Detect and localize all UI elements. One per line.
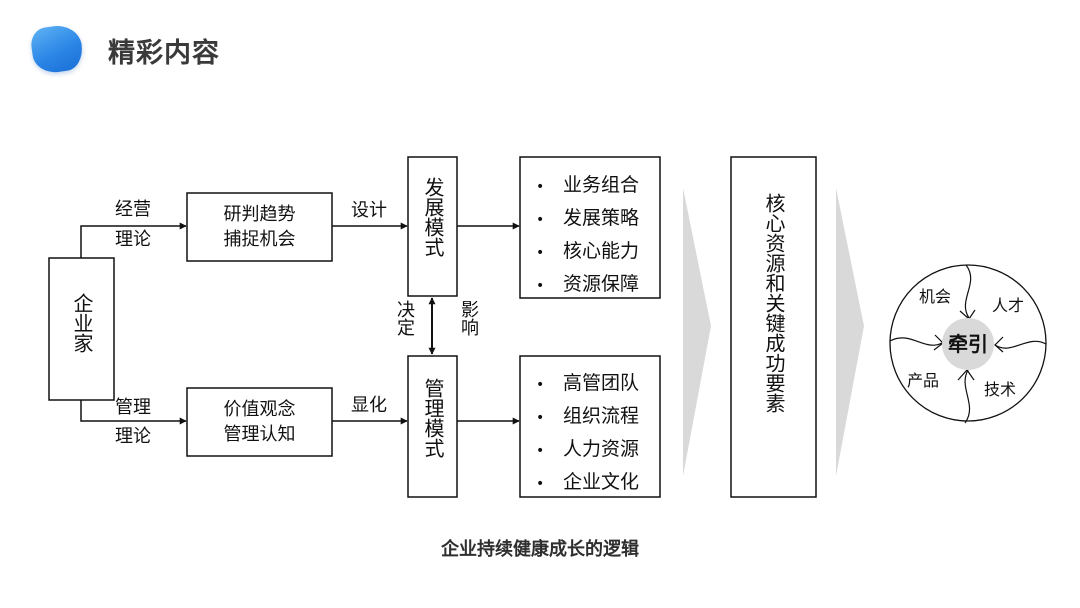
trend-opportunity-box xyxy=(186,192,333,262)
chevron-arrow-1 xyxy=(683,188,711,476)
development-items-list: 业务组合 发展策略 核心能力 资源保障 xyxy=(522,170,639,302)
circle-divider-right xyxy=(994,340,1047,349)
core-resources-box xyxy=(730,156,817,498)
management-mode-label: 管理模式 xyxy=(421,378,445,458)
influences-label: 影响 xyxy=(458,300,479,336)
circle-opportunity-label: 机会 xyxy=(919,287,952,306)
management-theory-connector xyxy=(80,400,187,425)
list-item: 发展策略 xyxy=(522,203,639,236)
development-mode-label: 发展模式 xyxy=(421,177,445,257)
decides-label: 决定 xyxy=(394,300,415,336)
circle-product-label: 产品 xyxy=(907,371,940,390)
chevron-arrow-2 xyxy=(836,188,864,476)
circle-arrow-tip-bottom xyxy=(957,369,975,381)
operating-theory-connector xyxy=(80,222,187,258)
diagram-caption: 企业持续健康成长的逻辑 xyxy=(441,539,639,560)
values-line-2: 管理认知 xyxy=(223,424,296,445)
trend-line-1: 研判趋势 xyxy=(223,204,296,225)
core-resources-label: 核心资源和关键成功要素 xyxy=(762,193,786,413)
circle-center-label: 牵引 xyxy=(948,332,988,356)
management-theory-label-2: 理论 xyxy=(115,426,151,447)
list-item: 企业文化 xyxy=(522,467,639,500)
trend-line-2: 捕捉机会 xyxy=(223,229,296,250)
values-cognition-box xyxy=(186,387,333,457)
circle-divider-top xyxy=(964,264,972,319)
list-item: 业务组合 xyxy=(522,170,639,203)
manifest-label: 显化 xyxy=(351,395,387,416)
circle-talent-label: 人才 xyxy=(992,296,1025,315)
list-item: 组织流程 xyxy=(522,401,639,434)
operating-theory-label-2: 理论 xyxy=(115,229,151,250)
list-item: 资源保障 xyxy=(522,269,639,302)
entrepreneur-box xyxy=(48,257,115,401)
trend-box-text: 研判趋势 捕捉机会 xyxy=(187,202,332,252)
circle-divider-bottom xyxy=(964,369,971,424)
traction-circle xyxy=(889,264,1047,424)
development-mode-box xyxy=(407,156,458,297)
design-label: 设计 xyxy=(351,200,387,221)
management-theory-label-1: 管理 xyxy=(115,397,151,418)
center-circle xyxy=(942,318,994,370)
list-item: 核心能力 xyxy=(522,236,639,269)
management-items-list: 高管团队 组织流程 人力资源 企业文化 xyxy=(522,368,639,500)
entrepreneur-label: 企业家 xyxy=(70,293,94,353)
list-item: 高管团队 xyxy=(522,368,639,401)
circle-arrow-tip-right xyxy=(994,336,1004,353)
circle-divider-left xyxy=(889,337,943,346)
list-item: 人力资源 xyxy=(522,434,639,467)
values-box-text: 价值观念 管理认知 xyxy=(187,397,332,447)
management-mode-box xyxy=(407,355,458,498)
operating-theory-label-1: 经营 xyxy=(115,199,151,220)
page-title: 精彩内容 xyxy=(108,38,220,69)
values-line-1: 价值观念 xyxy=(223,399,296,420)
circle-technology-label: 技术 xyxy=(984,380,1017,399)
